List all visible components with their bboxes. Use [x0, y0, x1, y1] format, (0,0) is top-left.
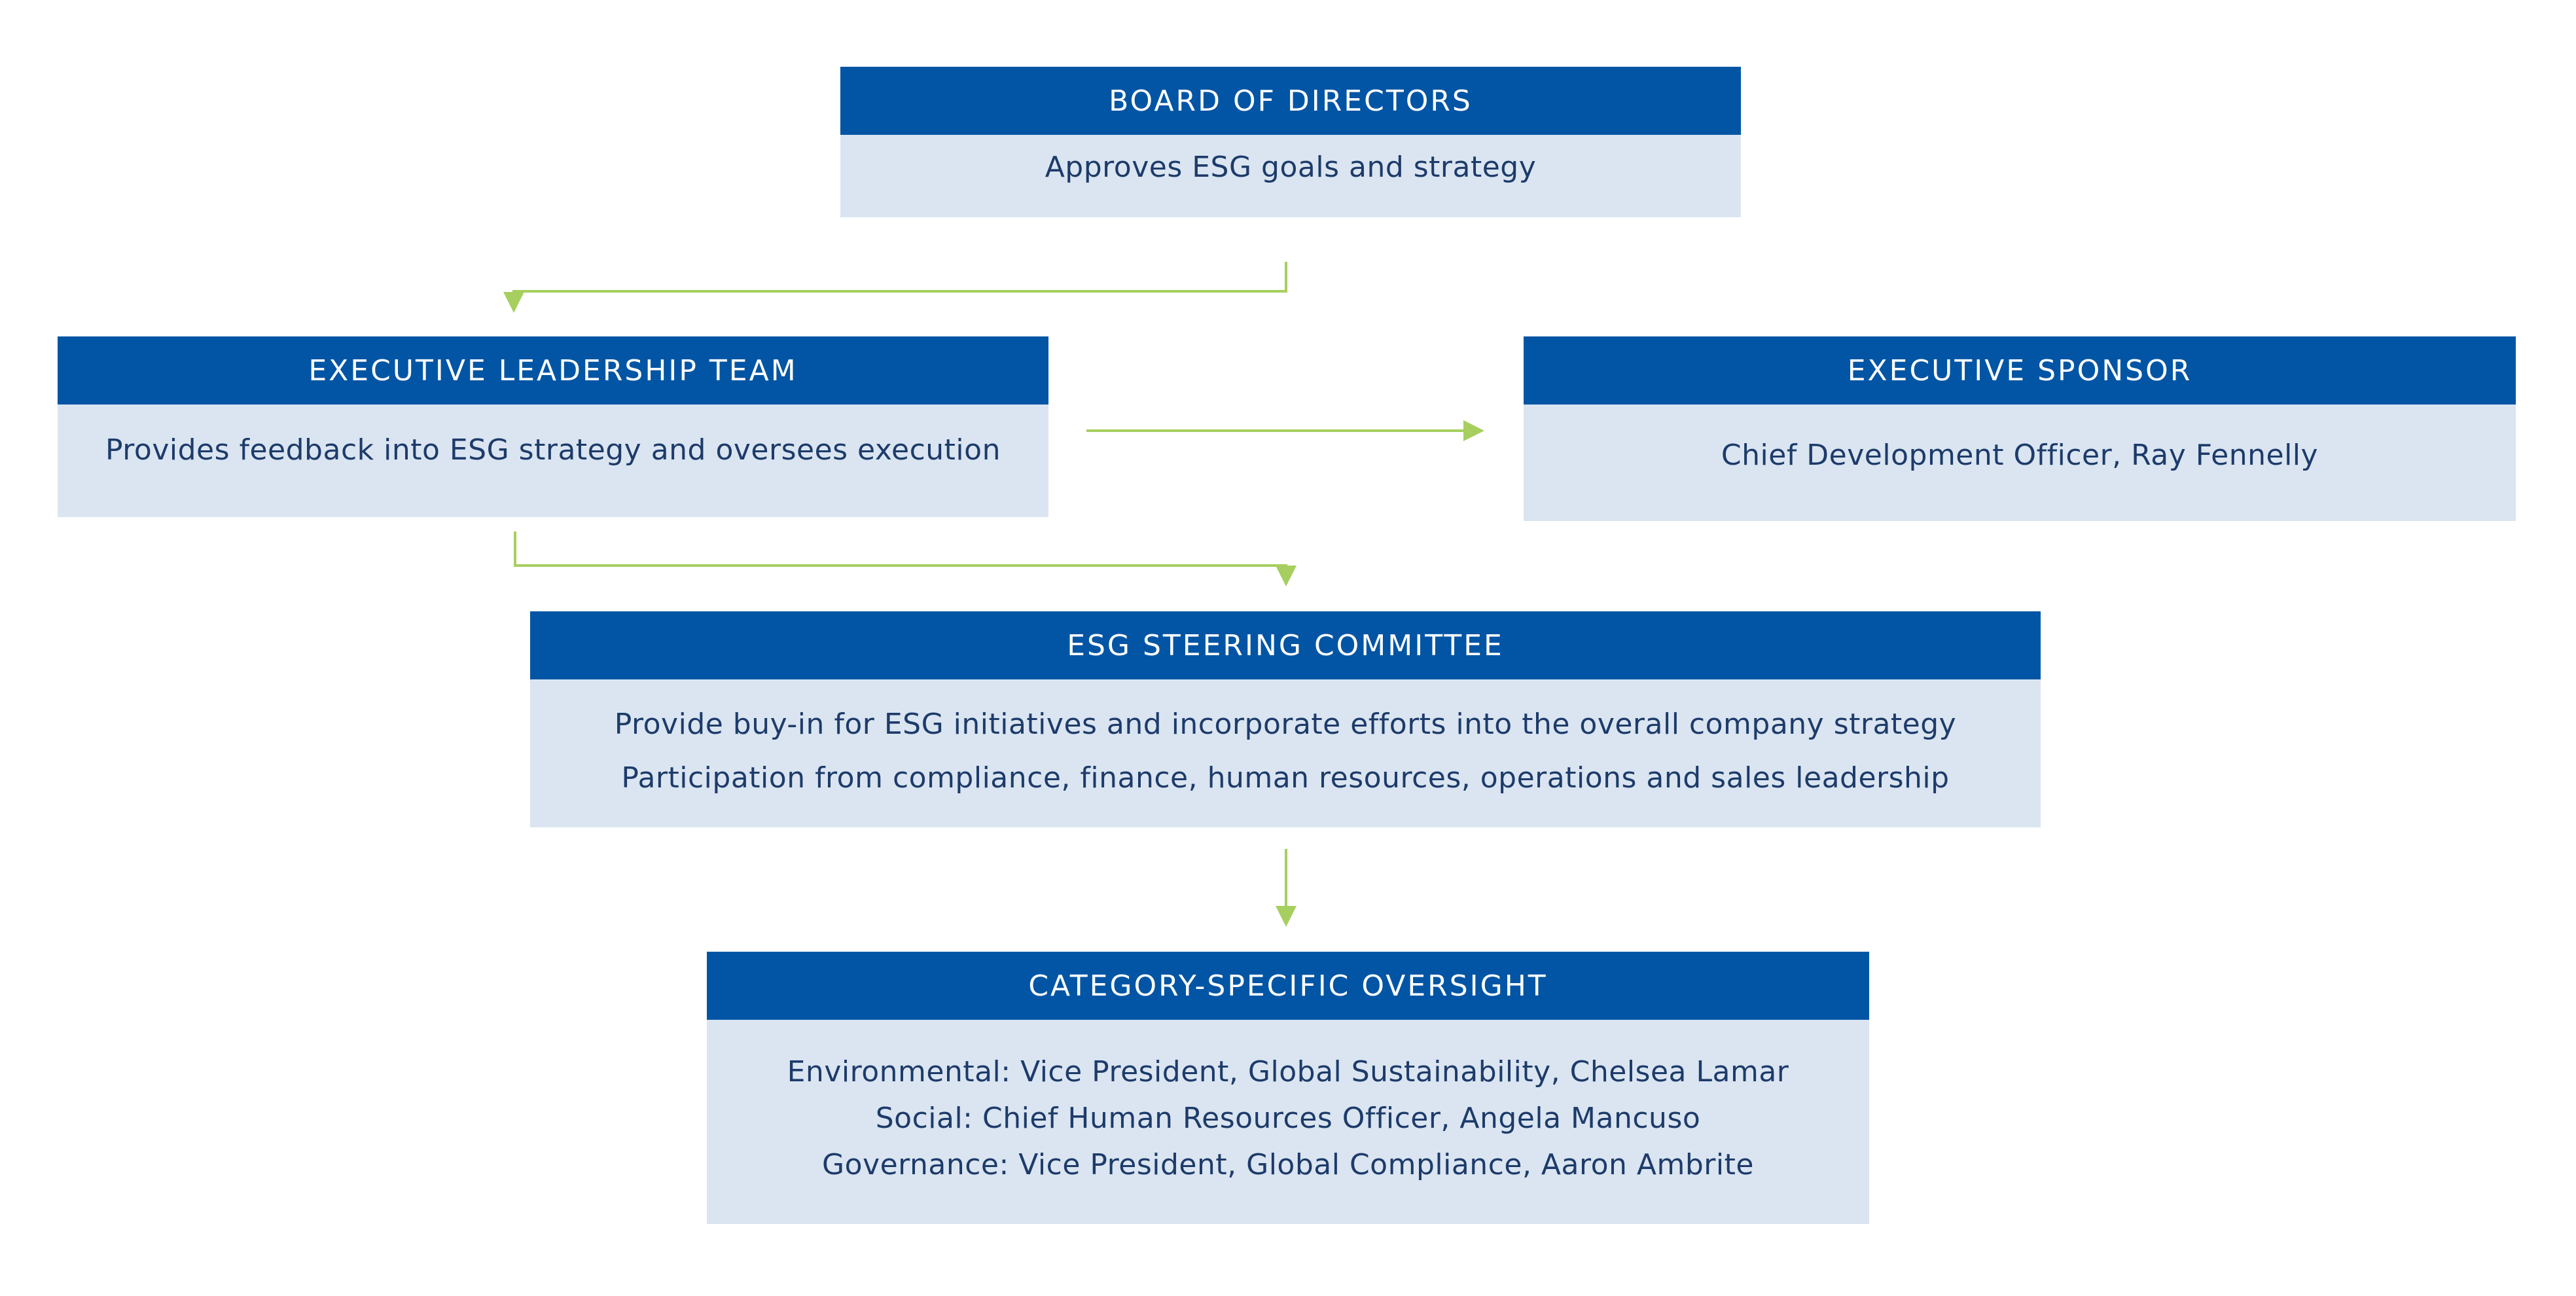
esg-steering-committee-body: Provide buy-in for ESG initiatives and i…	[530, 679, 2041, 827]
executive-leadership-team-box: EXECUTIVE LEADERSHIP TEAM Provides feedb…	[58, 336, 1048, 517]
category-oversight-social: Social: Chief Human Resources Officer, A…	[875, 1102, 1701, 1135]
executive-sponsor-box: EXECUTIVE SPONSOR Chief Development Offi…	[1524, 336, 2516, 521]
category-oversight-governance: Governance: Vice President, Global Compl…	[822, 1148, 1754, 1181]
category-specific-oversight-body: Environmental: Vice President, Global Su…	[707, 1020, 1869, 1224]
category-specific-oversight-title: CATEGORY-SPECIFIC OVERSIGHT	[707, 952, 1869, 1020]
esg-steering-committee-title: ESG STEERING COMMITTEE	[530, 611, 2041, 679]
executive-sponsor-body: Chief Development Officer, Ray Fennelly	[1524, 405, 2516, 521]
executive-sponsor-description: Chief Development Officer, Ray Fennelly	[1721, 439, 2319, 472]
category-specific-oversight-box: CATEGORY-SPECIFIC OVERSIGHT Environmenta…	[707, 952, 1869, 1224]
executive-leadership-team-body: Provides feedback into ESG strategy and …	[58, 405, 1048, 517]
esg-steering-committee-line-2: Participation from compliance, finance, …	[621, 761, 1950, 795]
executive-leadership-team-title: EXECUTIVE LEADERSHIP TEAM	[58, 336, 1048, 405]
esg-steering-committee-line-1: Provide buy-in for ESG initiatives and i…	[614, 708, 1957, 741]
category-oversight-environmental: Environmental: Vice President, Global Su…	[787, 1055, 1789, 1089]
board-of-directors-description: Approves ESG goals and strategy	[1045, 151, 1537, 184]
board-of-directors-title: BOARD OF DIRECTORS	[840, 67, 1741, 135]
connector-board-to-leadership	[503, 262, 1287, 313]
connector-leadership-to-steering	[514, 531, 1297, 586]
board-of-directors-box: BOARD OF DIRECTORS Approves ESG goals an…	[840, 67, 1741, 217]
executive-sponsor-title: EXECUTIVE SPONSOR	[1524, 336, 2516, 405]
board-of-directors-body: Approves ESG goals and strategy	[840, 135, 1741, 217]
esg-steering-committee-box: ESG STEERING COMMITTEE Provide buy-in fo…	[530, 611, 2041, 827]
executive-leadership-team-description: Provides feedback into ESG strategy and …	[105, 433, 1001, 467]
